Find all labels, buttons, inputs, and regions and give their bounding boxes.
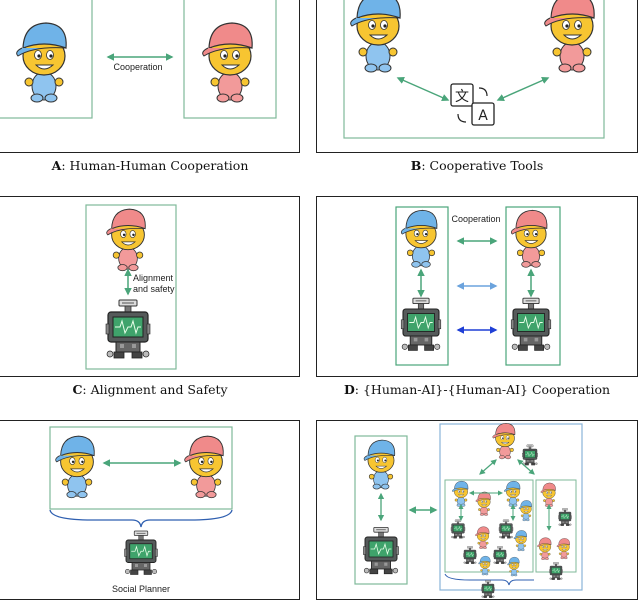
caption-d-letter: D [343,382,355,397]
human-blue-f [363,439,396,490]
cooperation-label-a: Cooperation [113,62,162,72]
human-f-6 [513,530,527,552]
frame-d-right [505,206,561,366]
human-pink-d [510,209,548,268]
frame-f-group [439,423,583,591]
frame-a-left [0,0,93,119]
social-planner-label: Social Planner [112,584,170,594]
alignment-label-1: Alignment [133,273,174,283]
human-blue-e [55,435,95,499]
caption-d: D: {Human-AI}-{Human-AI} Cooperation [343,382,611,397]
arrow-b-right [496,76,550,102]
caption-c-letter: C [72,382,83,397]
robot-f-5 [558,508,572,526]
frame-e [49,426,233,510]
translate-icon: 文 A [450,83,495,126]
social-planner-robot [124,530,158,575]
robot-f-3 [463,546,477,564]
human-pink-b [544,0,595,73]
robot-f-6 [549,562,563,580]
robot-f-planner [481,580,495,598]
caption-a: A: Human-Human Cooperation [51,158,249,173]
panel-a-diagram: Cooperation [0,0,277,119]
panel-d-diagram: Cooperation [395,206,561,366]
robot-d-left [400,297,442,351]
brace-f [444,573,534,586]
frame-a-right [183,0,277,119]
panel-b-diagram: 文 A [343,0,605,139]
human-f-8 [507,556,520,577]
human-blue-b [350,0,401,73]
robot-f-left [362,526,400,575]
human-blue-a [16,22,67,103]
robot-f-top [522,444,538,466]
human-f-4 [518,500,532,522]
human-pink-a [202,22,253,103]
frame-f-left [354,435,408,585]
robot-f-1 [450,519,466,539]
arrow-f-top-left [479,459,497,475]
frame-b [343,0,605,139]
human-pink-f-top [492,423,516,460]
human-pink-c [106,208,146,272]
frame-f-inner-left [444,479,534,573]
human-blue-d [400,209,438,268]
caption-b-text: Cooperative Tools [429,158,544,173]
human-pink-e [184,435,224,499]
robot-d-right [510,297,552,351]
human-f-1 [452,480,469,507]
caption-d-text: {Human-AI}-{Human-AI} Cooperation [362,382,611,397]
translate-icon-letter: A [478,108,488,124]
robot-f-2 [498,519,514,539]
panel-c-diagram: Alignment and safety [85,204,177,370]
human-f-5 [475,526,490,549]
human-f-2 [504,480,521,507]
arrow-b-left [396,76,450,102]
human-f-9 [540,482,556,507]
brace-e [49,509,233,528]
robot-c [105,299,151,359]
human-f-10 [537,537,552,560]
alignment-label-2: and safety [133,284,175,294]
panel-c [0,196,300,377]
caption-c-text: Alignment and Safety [90,382,228,397]
cooperation-label-d: Cooperation [451,214,500,224]
human-f-3 [475,491,491,516]
panel-e-diagram: Social Planner [49,426,233,594]
arrow-f-top-right [517,459,535,475]
caption-a-letter: A [51,158,62,173]
caption-a-text: Human-Human Cooperation [69,158,249,173]
frame-c [85,204,177,370]
human-f-11 [556,538,570,560]
caption-c: C: Alignment and Safety [72,382,228,397]
caption-b: B: Cooperative Tools [410,158,544,173]
translate-icon-char: 文 [455,89,469,105]
caption-b-letter: B [410,158,422,173]
frame-d-left [395,206,449,366]
robot-f-4 [493,546,507,564]
panel-f-diagram [354,423,583,598]
